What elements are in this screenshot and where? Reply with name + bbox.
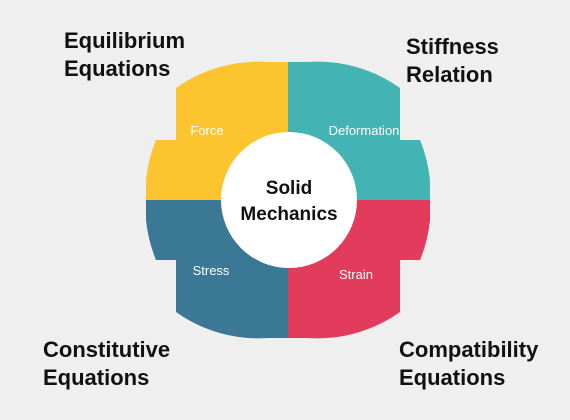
label-line: Equations — [43, 365, 150, 390]
label-equilibrium-equations: Equilibrium Equations — [64, 27, 185, 83]
quadrant-label-strain: Strain — [339, 267, 373, 282]
label-line: Equilibrium — [64, 28, 185, 53]
label-line: Stiffness — [406, 34, 499, 59]
center-circle — [221, 132, 357, 268]
label-line: Equations — [64, 56, 171, 81]
center-title-line2: Mechanics — [240, 204, 337, 225]
label-line: Equations — [399, 365, 506, 390]
label-constitutive-equations: Constitutive Equations — [43, 336, 170, 392]
label-line: Compatibility — [399, 337, 539, 362]
label-stiffness-relation: Stiffness Relation — [406, 33, 499, 89]
label-line: Constitutive — [43, 337, 171, 362]
label-compatibility-equations: Compatibility Equations — [399, 336, 538, 392]
label-line: Relation — [406, 62, 493, 87]
quadrant-label-stress: Stress — [193, 263, 230, 278]
center-title-line1: Solid — [266, 178, 312, 199]
quadrant-label-deformation: Deformation — [329, 123, 400, 138]
quadrant-label-force: Force — [190, 123, 223, 138]
